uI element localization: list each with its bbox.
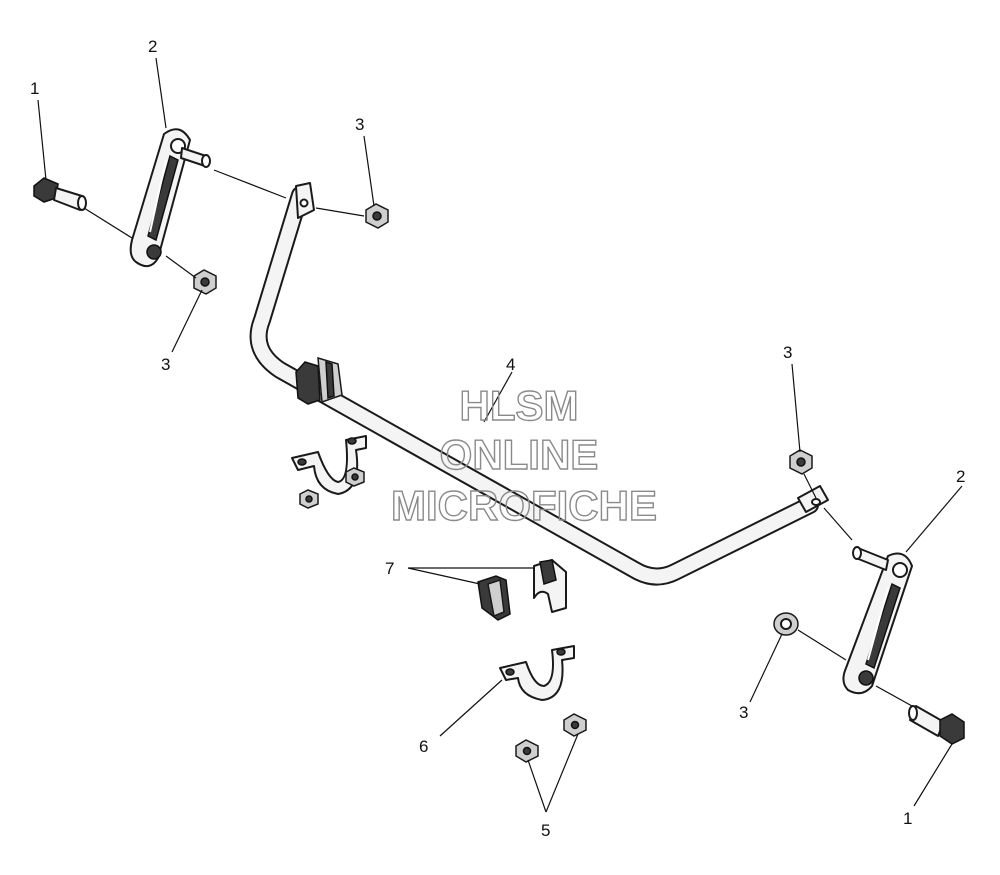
stabilizer-link-left (129, 128, 211, 268)
clamp-upper (291, 435, 367, 509)
callout-3-right-upper: 3 (783, 343, 792, 362)
callout-1-right: 1 (903, 809, 912, 828)
bolt-right (908, 705, 965, 745)
nut-right-upper (789, 449, 813, 475)
watermark-line-3: MICROFICHE (391, 482, 657, 529)
stabilizer-link-right (842, 546, 913, 695)
centerlines (83, 169, 913, 707)
callout-2-left: 2 (148, 37, 157, 56)
callout-3-top: 3 (355, 115, 364, 134)
callout-2-right: 2 (956, 467, 965, 486)
nut-left-upper (365, 203, 389, 229)
nut-right-lower (773, 612, 799, 636)
bushing-pair (477, 559, 567, 621)
callout-3-left: 3 (161, 355, 170, 374)
watermark: HLSM ONLINE MICROFICHE (390, 381, 657, 529)
callout-labels: 1 2 3 3 4 3 2 7 3 6 1 5 (30, 37, 965, 840)
callout-7: 7 (385, 559, 394, 578)
flange-nuts (515, 713, 587, 763)
leader-lines (37, 57, 963, 813)
nut-left-lower (193, 269, 217, 295)
callout-4: 4 (506, 355, 515, 374)
stabilizer-bar (249, 182, 829, 586)
watermark-line-2: ONLINE (440, 431, 599, 478)
watermark-line-1: HLSM (460, 382, 579, 429)
callout-1-left: 1 (30, 79, 39, 98)
callout-6: 6 (419, 737, 428, 756)
clamp-lower (499, 645, 575, 701)
callout-3-right-lower: 3 (739, 703, 748, 722)
bolt-left (33, 177, 87, 211)
callout-5: 5 (541, 821, 550, 840)
